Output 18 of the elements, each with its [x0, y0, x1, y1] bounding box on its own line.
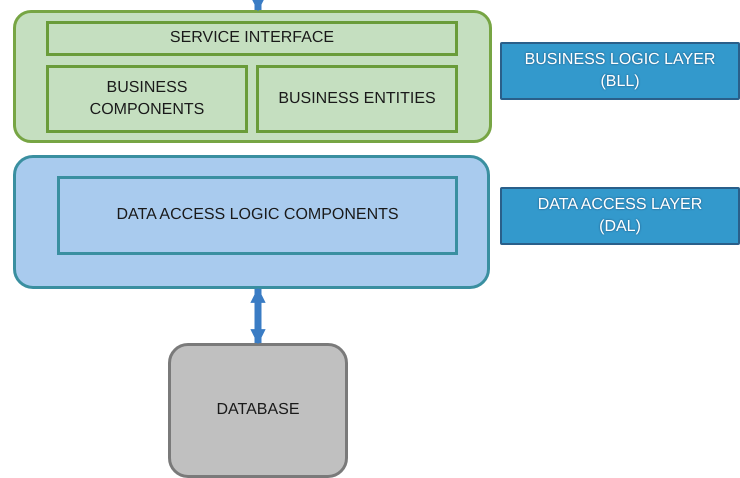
layer-label-box — [500, 187, 740, 245]
component-box — [46, 21, 458, 56]
component-label: BUSINESS ENTITIES — [277, 88, 437, 109]
component-label: DATABASE — [216, 400, 300, 420]
arrow — [250, 0, 266, 12]
layer-panel — [13, 155, 490, 289]
database-box — [168, 343, 348, 478]
component-label: SERVICE INTERFACE — [168, 28, 336, 48]
component-box — [46, 65, 248, 133]
component-box — [57, 176, 458, 255]
layer-label: BUSINESS LOGIC LAYER (BLL) — [524, 50, 716, 92]
layer-panel — [13, 10, 492, 143]
component-label: DATA ACCESS LOGIC COMPONENTS — [115, 205, 400, 226]
layer-label: DATA ACCESS LAYER (DAL) — [536, 194, 704, 237]
layer-label-box — [500, 42, 740, 100]
component-label: BUSINESS COMPONENTS — [88, 78, 206, 120]
component-box — [256, 65, 458, 133]
double-arrow — [250, 287, 266, 345]
